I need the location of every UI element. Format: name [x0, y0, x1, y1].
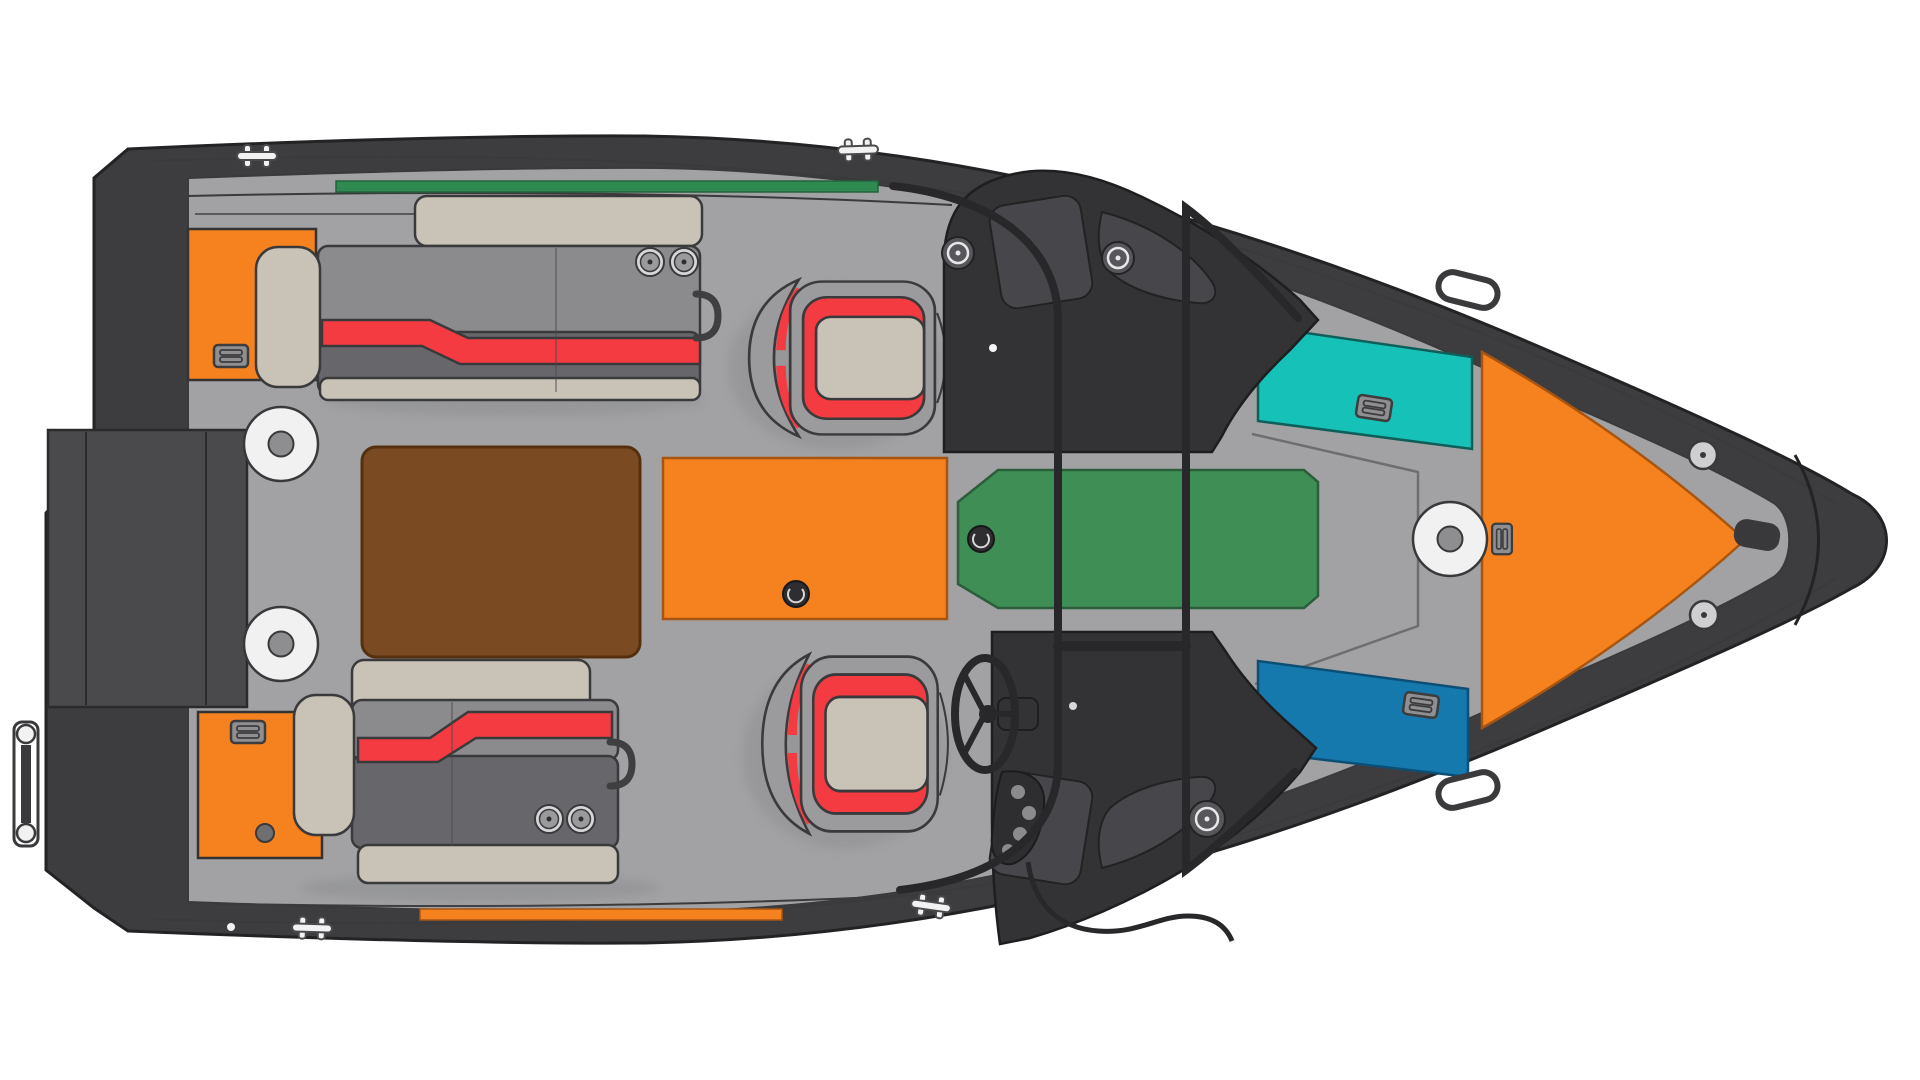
grab-handle-seat-top: [692, 290, 722, 342]
bench-base-pad: [318, 376, 702, 402]
speaker-icon: [941, 236, 975, 270]
grab-handle-seat-bottom: [606, 738, 636, 790]
console-port: [941, 169, 1320, 454]
grab-handle-bow-bottom: [1435, 769, 1501, 811]
hatch-bow-teal: [1256, 324, 1474, 451]
hull-drain-dot: [227, 923, 235, 931]
bench-accent-stripe: [356, 710, 614, 764]
bench-headrest: [292, 693, 356, 837]
drain-plug: [255, 823, 275, 843]
stern-motor-well: [46, 428, 249, 709]
bench-headrest: [254, 245, 322, 389]
console-helm: [951, 630, 1318, 946]
ignition-button: [1069, 702, 1077, 710]
gunwale-accent-strip-orange: [419, 908, 783, 921]
bench-backrest-pad: [413, 194, 704, 248]
gunwale-seam-bottom: [187, 892, 953, 907]
speaker-icon: [1188, 800, 1226, 838]
console-glovebox-panel: [988, 194, 1094, 310]
bench-seat-port: [254, 194, 722, 416]
casting-deck-green: [956, 468, 1320, 610]
gunwale-accent-strip-green: [335, 180, 879, 193]
windshield-frame: [889, 182, 1302, 894]
steering-cable: [1025, 861, 1235, 943]
pedestal-base-bow: [1411, 500, 1489, 578]
pedestal-base-aft-1: [242, 405, 320, 483]
console-button: [989, 344, 997, 352]
bow-cap-seam: [1793, 454, 1820, 626]
bench-base-pad: [356, 843, 620, 885]
pedestal-base-aft-2: [242, 605, 320, 683]
speaker-icon: [1101, 241, 1135, 275]
bench-seat-starboard: [292, 658, 660, 902]
bench-accent-stripe: [320, 318, 702, 366]
gunwale-seam-top: [187, 191, 953, 206]
grab-handle-bow-top: [1435, 269, 1501, 311]
steering-wheel: [951, 654, 1039, 774]
bow-eye-cleat: [1733, 519, 1781, 551]
stern-bracket: [12, 720, 40, 848]
hatch-center-brown: [360, 445, 642, 659]
